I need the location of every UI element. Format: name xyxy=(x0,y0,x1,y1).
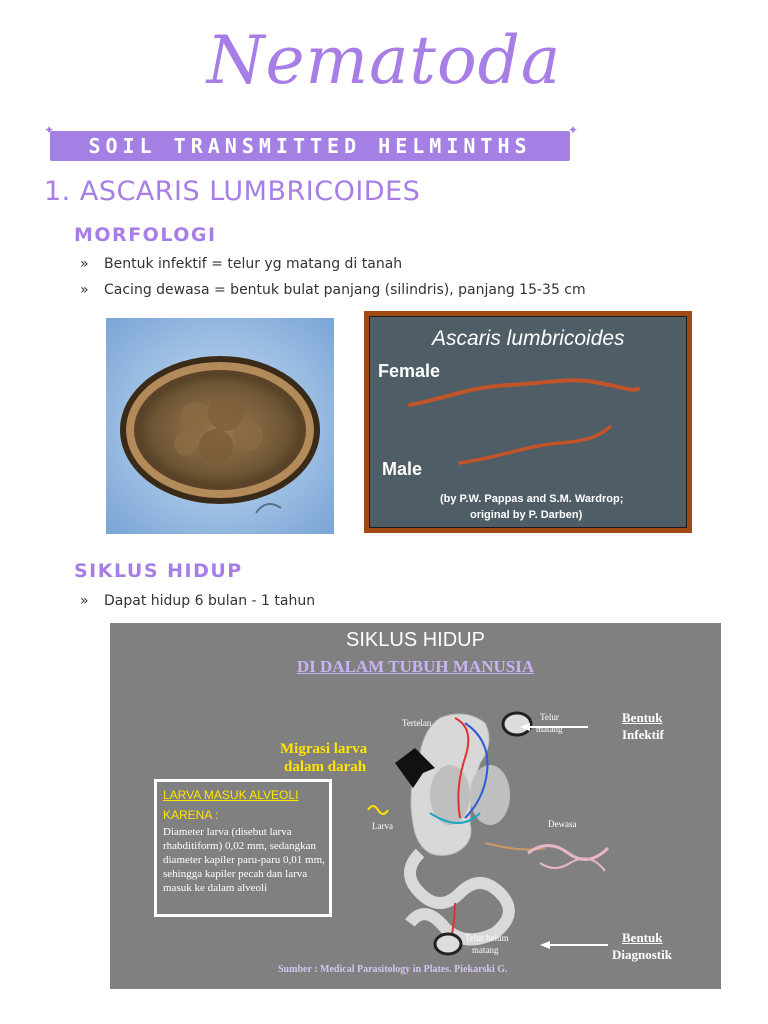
sparkle-icon: ✦ xyxy=(44,123,55,137)
egg-label: matang xyxy=(536,724,563,734)
diagnostic-label: Diagnostik xyxy=(612,947,672,962)
egg-label: Telur belum xyxy=(465,933,509,943)
list-item: »Bentuk infektif = telur yg matang di ta… xyxy=(80,256,403,272)
siklus-heading: SIKLUS HIDUP xyxy=(74,560,243,582)
egg-photo xyxy=(106,318,334,534)
bullet-icon: » xyxy=(80,593,89,609)
migration-label: dalam darah xyxy=(284,759,367,775)
male-label: Male xyxy=(382,459,423,479)
tertelan-label: Tertelan xyxy=(402,718,432,728)
banner-text: SOIL TRANSMITTED HELMINTHS xyxy=(88,134,532,158)
worm-photo: Ascaris lumbricoides Female Male (by P.W… xyxy=(364,311,692,533)
egg-label: Telur xyxy=(540,712,559,722)
diagnostic-label: Bentuk xyxy=(622,930,663,945)
figure-source: Sumber : Medical Parasitology in Plates.… xyxy=(278,964,508,975)
bullet-icon: » xyxy=(80,282,89,298)
figure-title: SIKLUS HIDUP xyxy=(346,629,485,651)
list-item: »Dapat hidup 6 bulan - 1 tahun xyxy=(80,593,316,609)
infective-label: Infektif xyxy=(622,727,664,742)
life-cycle-figure: SIKLUS HIDUP DI DALAM TUBUH MANUSIA Migr… xyxy=(110,623,721,989)
morfologi-heading: MORFOLOGI xyxy=(74,224,217,246)
adult-label: Dewasa xyxy=(548,819,577,829)
note-body: Diameter larva (disebut larva rhabditifo… xyxy=(163,826,325,894)
note-heading: LARVA MASUK ALVEOLI xyxy=(163,788,299,802)
page-title: Nematoda xyxy=(206,22,562,99)
photo-credit: original by P. Darben) xyxy=(470,509,583,521)
banner-bar xyxy=(50,131,570,161)
larva-label: Larva xyxy=(372,821,393,831)
list-item: »Cacing dewasa = bentuk bulat panjang (s… xyxy=(80,282,586,298)
bullet-icon: » xyxy=(80,256,89,272)
note-heading: KARENA : xyxy=(163,808,219,822)
female-label: Female xyxy=(378,361,441,381)
alveoli-note-box: LARVA MASUK ALVEOLI KARENA : Diameter la… xyxy=(154,779,332,917)
photo-credit: (by P.W. Pappas and S.M. Wardrop; xyxy=(440,493,624,505)
figure-subtitle: DI DALAM TUBUH MANUSIA xyxy=(296,657,535,676)
egg-label: matang xyxy=(472,945,499,955)
section-heading: 1. ASCARIS LUMBRICOIDES xyxy=(44,176,421,207)
worm-photo-title: Ascaris lumbricoides xyxy=(432,327,625,350)
section-banner: ✦ ✦ SOIL TRANSMITTED HELMINTHS xyxy=(44,123,579,166)
body-diagram xyxy=(367,711,610,956)
sparkle-icon: ✦ xyxy=(568,123,579,137)
migration-label: Migrasi larva xyxy=(280,741,368,757)
infective-label: Bentuk xyxy=(622,710,663,725)
